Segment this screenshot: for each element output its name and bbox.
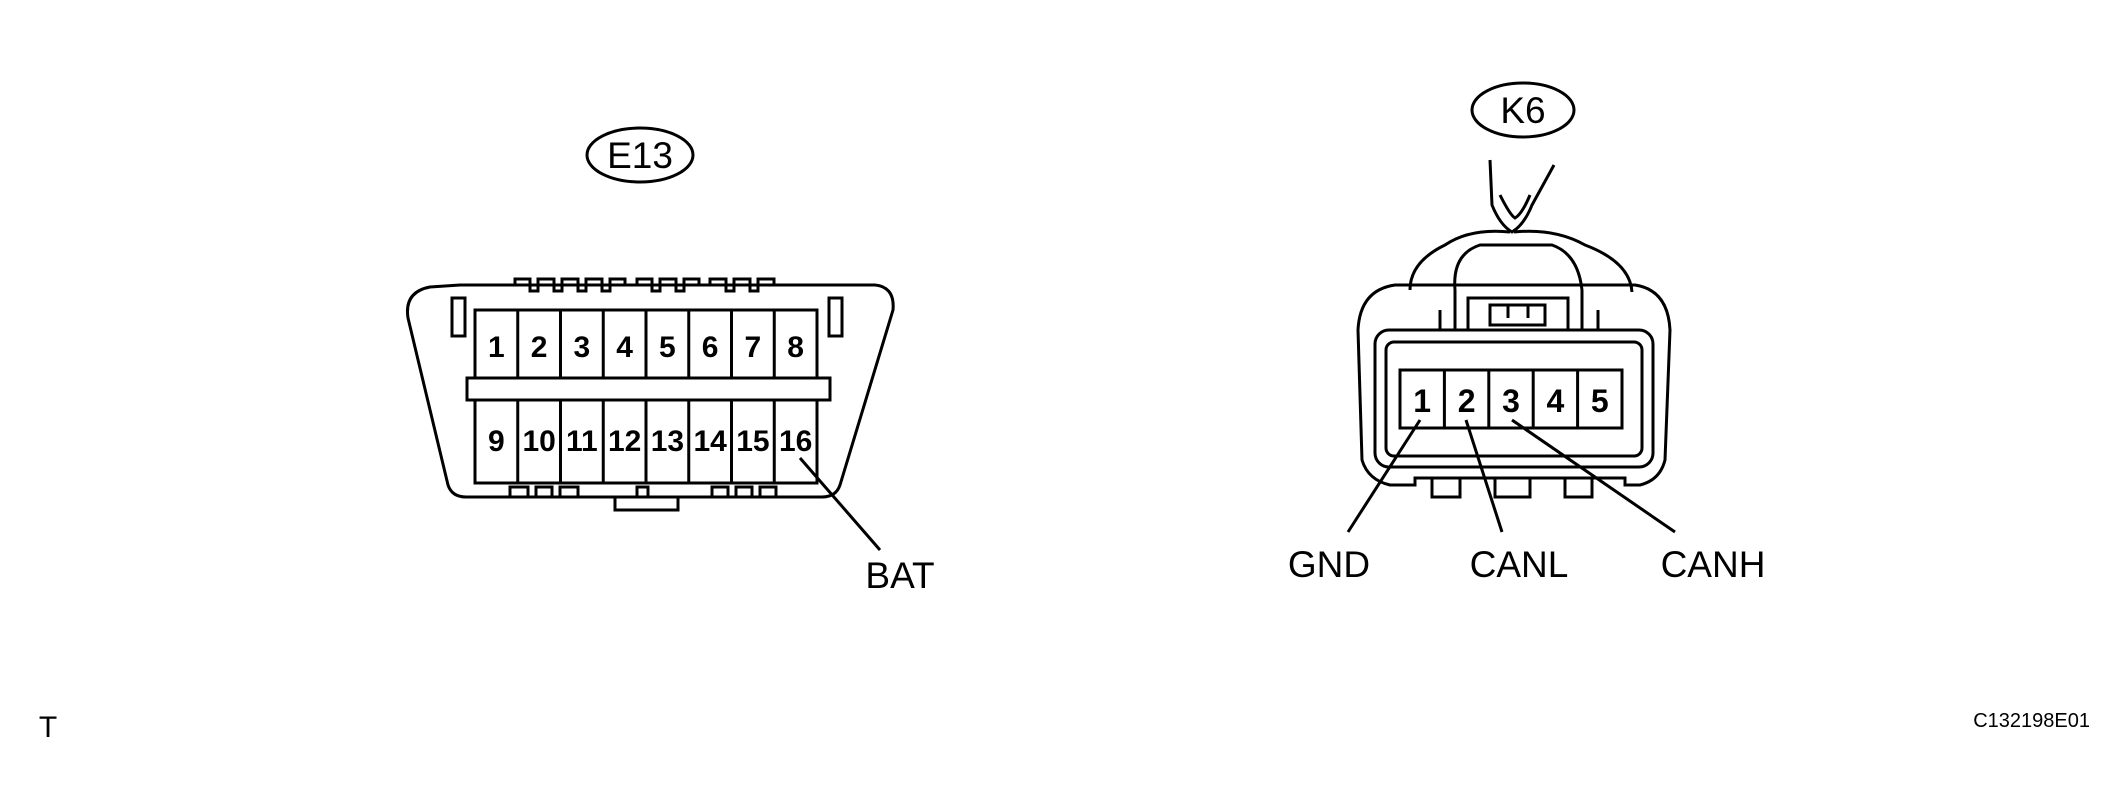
e13-bottom-pin-row: 9 10 11 12 13 14 15 16 xyxy=(488,425,812,458)
e13-bottom-keys xyxy=(508,485,778,512)
e13-label-oval xyxy=(585,126,695,184)
k6-bottom-tabs xyxy=(1430,478,1594,499)
e13-pin-14: 14 xyxy=(693,425,727,458)
e13-label: E13 xyxy=(607,135,673,176)
k6-pin-block xyxy=(1398,368,1624,430)
gnd-leader xyxy=(1346,419,1422,533)
k6-connector: K6 xyxy=(1346,81,1676,534)
e13-pin-6: 6 xyxy=(702,331,719,364)
k6-pin-4: 4 xyxy=(1547,383,1565,419)
k6-housing xyxy=(1356,283,1672,487)
e13-pin-1: 1 xyxy=(488,331,505,364)
k6-pin-3: 3 xyxy=(1502,383,1520,419)
k6-cell-grid xyxy=(1442,370,1580,428)
e13-pin-3: 3 xyxy=(574,331,591,364)
k6-pin-5: 5 xyxy=(1591,383,1609,419)
k6-inner-frame-2 xyxy=(1384,340,1644,458)
e13-pin-11: 11 xyxy=(566,425,598,458)
e13-pin-16: 16 xyxy=(779,425,812,458)
k6-latch xyxy=(1438,290,1600,332)
e13-pin-12: 12 xyxy=(608,425,641,458)
e13-housing xyxy=(405,283,895,499)
e13-left-slot xyxy=(450,296,467,338)
canl-label: CANL xyxy=(1470,544,1569,585)
e13-pin-8: 8 xyxy=(787,331,804,364)
k6-label-oval xyxy=(1470,81,1576,139)
e13-top-keys xyxy=(513,277,776,293)
e13-pin-10: 10 xyxy=(522,425,555,458)
e13-pin-2: 2 xyxy=(531,331,548,364)
canh-leader xyxy=(1511,418,1676,534)
e13-pin-15: 15 xyxy=(736,425,769,458)
k6-inner-frame xyxy=(1373,328,1655,469)
k6-harness xyxy=(1408,159,1634,293)
e13-pin-4: 4 xyxy=(616,331,633,364)
canh-label: CANH xyxy=(1661,544,1766,585)
e13-pin-7: 7 xyxy=(745,331,762,364)
figure-code: C132198E01 xyxy=(1973,710,2090,732)
e13-right-slot xyxy=(827,296,844,338)
e13-bat-leader xyxy=(798,457,882,551)
canl-leader xyxy=(1464,419,1504,533)
k6-pin-2: 2 xyxy=(1458,383,1476,419)
gnd-label: GND xyxy=(1288,544,1370,585)
e13-cell-grid xyxy=(516,310,776,483)
e13-pin-13: 13 xyxy=(651,425,684,458)
e13-divider-bar xyxy=(465,376,832,402)
e13-pin-5: 5 xyxy=(659,331,676,364)
bat-label: BAT xyxy=(865,555,934,596)
corner-mark: T xyxy=(39,711,57,744)
e13-pin-9: 9 xyxy=(488,425,505,458)
k6-label: K6 xyxy=(1500,90,1545,131)
e13-connector: E13 xyxy=(405,126,895,551)
k6-pin-1: 1 xyxy=(1413,383,1431,419)
